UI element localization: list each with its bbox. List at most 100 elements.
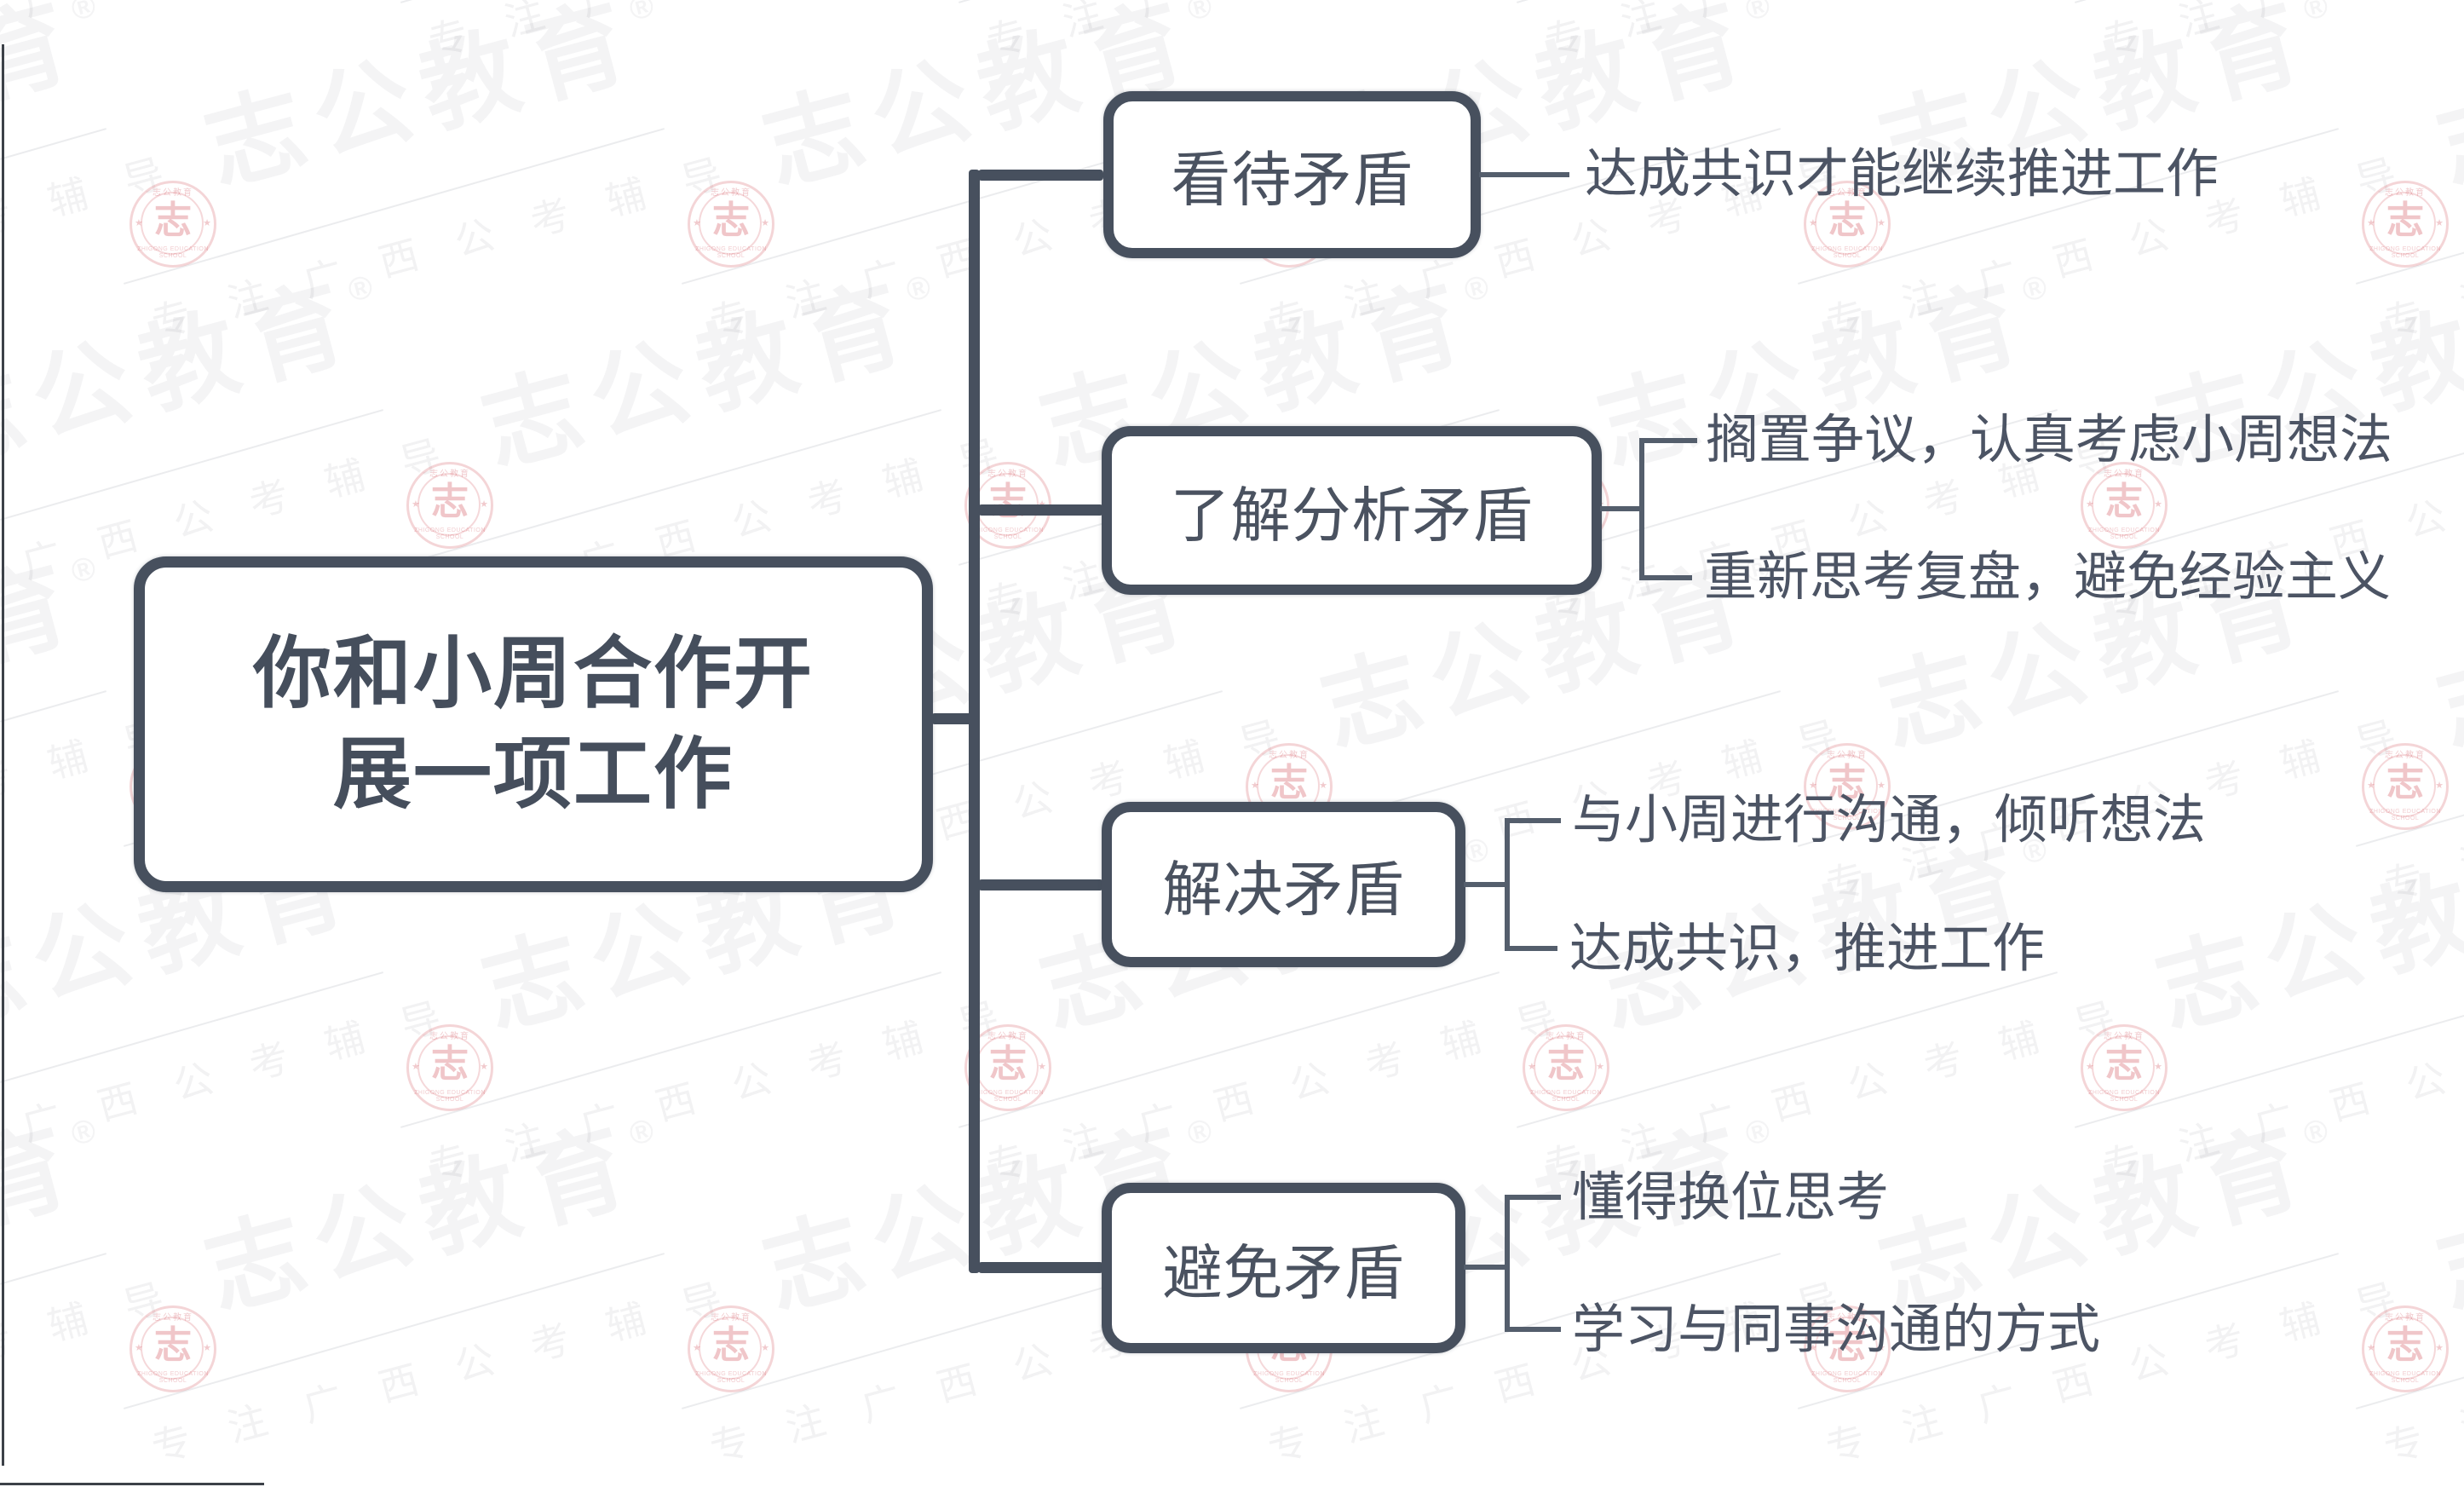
badge-arc-top-text: 志公教育 bbox=[2104, 470, 2144, 479]
badge-arc-bottom-text: ZHIGONG EDUCATION SCHOOL bbox=[137, 246, 209, 259]
branch-node-2[interactable]: 了解分析矛盾 bbox=[1102, 426, 1602, 595]
brand-watermark-text: 志公教育® bbox=[1862, 1079, 2350, 1335]
badge-arc-top-text: 志公教育 bbox=[153, 1313, 193, 1323]
badge-inner-ring bbox=[699, 1317, 762, 1380]
brand-name: 志公教育 bbox=[0, 0, 94, 205]
brand-watermark-text: 志公教育® bbox=[465, 235, 953, 492]
badge-inner-ring bbox=[2092, 1035, 2155, 1098]
badge-center-char: 志 bbox=[2386, 199, 2424, 241]
registered-mark: ® bbox=[625, 0, 659, 29]
badge-star-icon: ★ bbox=[1596, 1062, 1604, 1072]
branch-3-label: 解决矛盾 bbox=[1162, 856, 1405, 923]
badge-star-icon: ★ bbox=[1528, 1062, 1536, 1072]
connector-branch2-riser bbox=[1639, 438, 1644, 580]
leaf-node[interactable]: 搁置争议，认真考虑小周想法 bbox=[1706, 411, 2393, 470]
badge-star-icon: ★ bbox=[2435, 781, 2444, 791]
badge-center-char: 志 bbox=[712, 199, 750, 241]
brand-watermark-text: 志公教育® bbox=[0, 516, 118, 773]
root-node-label: 你和小周合作开 展一项工作 bbox=[253, 624, 814, 825]
badge-center-char: 志 bbox=[2386, 1324, 2424, 1366]
badge-star-icon: ★ bbox=[1809, 218, 1817, 228]
registered-mark: ® bbox=[67, 550, 101, 591]
root-node[interactable]: 你和小周合作开 展一项工作 bbox=[134, 556, 933, 892]
zhigong-badge-icon: 志公教育 ★ ★ 志 ZHIGONG EDUCATION SCHOOL bbox=[688, 1305, 774, 1392]
badge-star-icon: ★ bbox=[2154, 499, 2162, 510]
badge-arc-top-text: 志公教育 bbox=[2385, 1313, 2426, 1323]
badge-center-char: 志 bbox=[2105, 481, 2143, 522]
leaf-node[interactable]: 达成共识，推进工作 bbox=[1569, 919, 2046, 978]
leaf-node[interactable]: 达成共识才能继续推进工作 bbox=[1585, 145, 2219, 204]
badge-star-icon: ★ bbox=[2086, 499, 2094, 510]
watermark-diagonal-line bbox=[400, 971, 941, 1128]
badge-star-icon: ★ bbox=[480, 1062, 488, 1072]
zhigong-badge-icon: 志公教育 ★ ★ 志 ZHIGONG EDUCATION SCHOOL bbox=[1523, 1024, 1609, 1111]
badge-arc-bottom-text: ZHIGONG EDUCATION SCHOOL bbox=[137, 1371, 209, 1384]
registered-mark: ® bbox=[1741, 0, 1775, 29]
badge-center-char: 志 bbox=[1270, 762, 1308, 804]
badge-center-char: 志 bbox=[2105, 1043, 2143, 1085]
branch-1-label: 看待矛盾 bbox=[1171, 146, 1413, 213]
zhigong-badge-icon: 志公教育 ★ ★ 志 ZHIGONG EDUCATION SCHOOL bbox=[130, 181, 216, 268]
brand-watermark-text: 志公教育® bbox=[2421, 1079, 2464, 1335]
brand-watermark-text: 志公教育® bbox=[0, 235, 394, 492]
branch-node-4[interactable]: 避免矛盾 bbox=[1102, 1183, 1465, 1353]
badge-star-icon: ★ bbox=[1319, 781, 1327, 791]
badge-star-icon: ★ bbox=[2154, 1062, 2162, 1072]
connector-trunk-branch2 bbox=[978, 504, 1103, 516]
connector-branch4-leaf1 bbox=[1505, 1195, 1561, 1200]
connector-branch4-stub bbox=[1464, 1265, 1508, 1270]
brand-name: 志公教育 bbox=[2146, 828, 2464, 1048]
leaf-node[interactable]: 学习与同事沟通的方式 bbox=[1572, 1300, 2101, 1359]
badge-inner-ring bbox=[2373, 754, 2436, 817]
leaf-node[interactable]: 与小周进行沟通，倾听想法 bbox=[1572, 791, 2207, 850]
watermark-diagonal-line bbox=[124, 128, 665, 285]
brand-name: 志公教育 bbox=[0, 266, 371, 486]
watermark-tagline: 专注广西公考辅导 bbox=[147, 141, 764, 346]
connector-branch2-leaf2 bbox=[1639, 575, 1692, 580]
watermark-diagonal-line bbox=[0, 971, 383, 1128]
badge-star-icon: ★ bbox=[761, 1343, 769, 1353]
badge-arc-top-text: 志公教育 bbox=[1546, 1032, 1586, 1041]
connector-branch3-riser bbox=[1505, 818, 1510, 951]
registered-mark: ® bbox=[67, 0, 101, 29]
watermark-tagline: 专注广西公考辅导 bbox=[982, 984, 1599, 1190]
badge-star-icon: ★ bbox=[761, 218, 769, 228]
zhigong-badge-icon: 志公教育 ★ ★ 志 ZHIGONG EDUCATION SCHOOL bbox=[2362, 1305, 2449, 1392]
watermark-tagline: 专注广西公考辅导 bbox=[0, 1265, 206, 1471]
watermark-diagonal-line bbox=[959, 0, 1500, 3]
watermark-diagonal-line bbox=[124, 1253, 665, 1409]
badge-star-icon: ★ bbox=[693, 218, 701, 228]
watermark-diagonal-line bbox=[400, 0, 941, 3]
watermark-diagonal-line bbox=[2075, 971, 2464, 1128]
badge-star-icon: ★ bbox=[1251, 781, 1259, 791]
branch-node-1[interactable]: 看待矛盾 bbox=[1103, 91, 1481, 258]
watermark-tagline: 专注广西公考辅导 bbox=[2379, 141, 2464, 346]
badge-inner-ring bbox=[2092, 473, 2155, 536]
registered-mark: ® bbox=[1183, 1112, 1217, 1154]
badge-inner-ring bbox=[2373, 1317, 2436, 1380]
brand-name: 志公教育 bbox=[195, 1109, 652, 1329]
connector-branch4-riser bbox=[1505, 1195, 1510, 1332]
badge-inner-ring bbox=[417, 1035, 481, 1098]
badge-inner-ring bbox=[417, 473, 481, 536]
badge-star-icon: ★ bbox=[1877, 218, 1885, 228]
brand-watermark-text: 志公教育® bbox=[188, 1079, 676, 1335]
leaf-node[interactable]: 懂得换位思考 bbox=[1572, 1168, 1890, 1227]
badge-inner-ring bbox=[976, 1035, 1039, 1098]
badge-arc-bottom-text: ZHIGONG EDUCATION SCHOOL bbox=[1253, 1371, 1325, 1384]
leaf-node[interactable]: 重新思考复盘，避免经验主义 bbox=[1704, 548, 2392, 607]
badge-arc-top-text: 志公教育 bbox=[429, 470, 470, 479]
badge-star-icon: ★ bbox=[1038, 1062, 1046, 1072]
watermark-tagline: 专注广西公考辅导 bbox=[980, 0, 1600, 68]
watermark-tagline: 专注广西公考辅导 bbox=[422, 0, 1042, 68]
badge-star-icon: ★ bbox=[2367, 1343, 2375, 1353]
branch-2-label: 了解分析矛盾 bbox=[1170, 481, 1534, 549]
registered-mark: ® bbox=[344, 268, 377, 310]
watermark-tagline: 专注广西公考辅导 bbox=[2379, 703, 2464, 908]
connector-branch2-stub bbox=[1600, 506, 1643, 511]
branch-node-3[interactable]: 解决矛盾 bbox=[1102, 802, 1465, 967]
watermark-tagline: 专注广西公考辅导 bbox=[0, 0, 484, 68]
badge-arc-bottom-text: ZHIGONG EDUCATION SCHOOL bbox=[1811, 246, 1883, 259]
bottom-edge-line bbox=[0, 1483, 264, 1485]
